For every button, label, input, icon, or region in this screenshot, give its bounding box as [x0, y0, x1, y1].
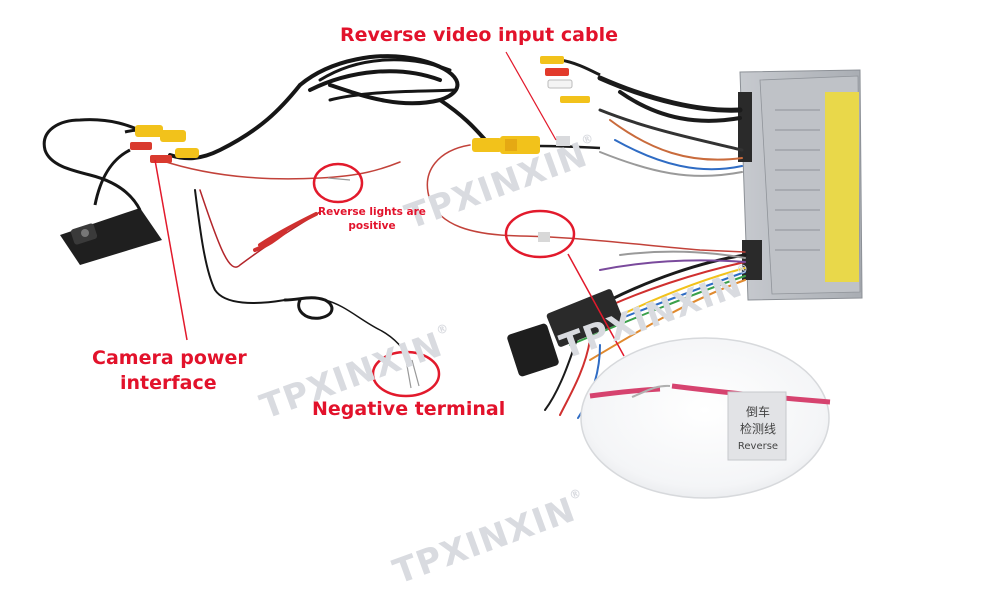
camera-power-line-2: interface	[120, 372, 217, 394]
negative-terminal-label: Negative terminal	[312, 398, 506, 420]
tag-line-3: Reverse	[737, 441, 779, 452]
camera-power-connector	[124, 125, 199, 163]
zoom-inset	[580, 337, 831, 499]
reverse-lights-positive-label: Reverse lights are positive	[312, 205, 432, 233]
reverse-trigger-wire	[159, 144, 746, 268]
video-cable-pointer	[505, 51, 557, 141]
ground-wire	[194, 189, 411, 361]
wire-marks	[327, 177, 550, 389]
annotations	[154, 51, 625, 398]
video-extension-cable	[168, 54, 492, 161]
camera-power-pointer	[154, 159, 188, 341]
camera-power-interface-label: Camera power interface	[92, 346, 247, 396]
rca-plugs	[540, 56, 601, 103]
unit-sticker	[825, 92, 859, 282]
tag-line-1: 倒车	[745, 405, 770, 419]
reverse-light-callout-circle	[312, 162, 364, 204]
reverse-detect-tag-text: 倒车 检测线 Reverse	[729, 404, 787, 455]
tag-line-2: 检测线	[739, 422, 776, 436]
reverse-detect-tag	[727, 391, 787, 461]
wire-harness	[507, 75, 747, 419]
reverse-video-rca-connector	[472, 136, 601, 154]
reverse-lights-line-1: Reverse lights are	[318, 206, 426, 218]
reverse-lights-line-2: positive	[348, 220, 396, 232]
reverse-video-input-cable-label: Reverse video input cable	[340, 24, 618, 46]
reverse-camera	[42, 118, 162, 265]
camera-power-line-1: Camera power	[92, 347, 247, 369]
head-unit	[738, 69, 863, 301]
zoom-pointer	[567, 253, 625, 357]
reverse-detect-callout-circle	[504, 209, 576, 259]
negative-terminal-callout-circle	[371, 350, 441, 398]
